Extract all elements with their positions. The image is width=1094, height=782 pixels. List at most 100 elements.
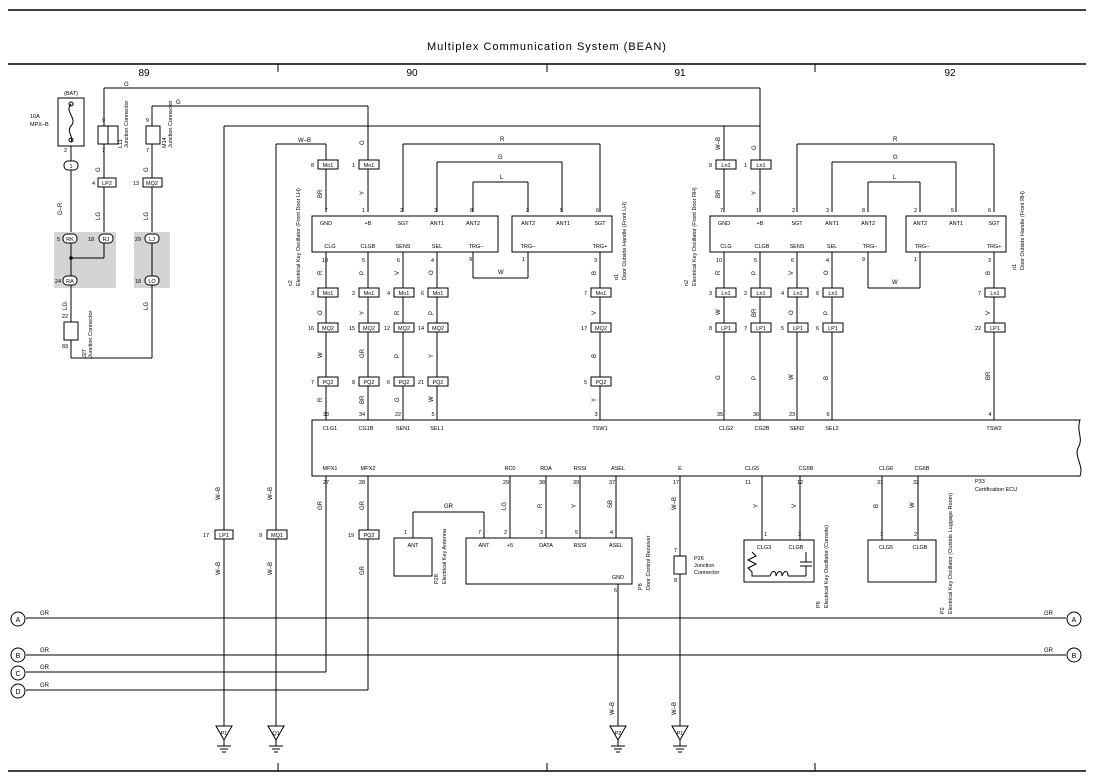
- svg-text:CLG: CLG: [324, 244, 335, 250]
- page-number: 89: [138, 68, 150, 79]
- svg-text:Ln1: Ln1: [721, 163, 730, 169]
- svg-text:RK: RK: [66, 237, 74, 243]
- svg-text:GR: GR: [444, 504, 454, 510]
- svg-text:2: 2: [914, 532, 917, 538]
- svg-text:G: G: [124, 82, 129, 88]
- svg-text:W–B: W–B: [716, 137, 722, 150]
- junction-connector-m14: G 9 7 M14 Junction Connector G MQ2 13 LG: [133, 100, 368, 232]
- svg-text:W: W: [892, 280, 898, 286]
- svg-text:GR: GR: [40, 665, 50, 671]
- svg-text:11: 11: [745, 480, 751, 486]
- svg-text:SEN1: SEN1: [396, 426, 410, 432]
- svg-text:SEL1: SEL1: [430, 426, 443, 432]
- svg-text:LP1: LP1: [828, 326, 838, 332]
- svg-text:CLG3: CLG3: [757, 545, 771, 551]
- svg-text:10: 10: [322, 258, 328, 264]
- svg-text:CG2B: CG2B: [755, 426, 770, 432]
- svg-text:LG: LG: [144, 212, 150, 220]
- svg-text:16: 16: [308, 326, 314, 332]
- diagram-title: Multiplex Communication System (BEAN): [427, 41, 667, 53]
- svg-text:Ln1: Ln1: [756, 291, 765, 297]
- svg-text:RSSI: RSSI: [574, 543, 587, 549]
- svg-text:+B: +B: [757, 221, 764, 227]
- svg-text:Electrical Key Antenna: Electrical Key Antenna: [442, 528, 448, 584]
- svg-text:14: 14: [418, 326, 424, 332]
- svg-text:2: 2: [352, 291, 355, 297]
- svg-text:(BAT): (BAT): [64, 91, 78, 97]
- svg-text:6: 6: [421, 291, 424, 297]
- svg-text:Door Outside Handle (Front RH): Door Outside Handle (Front RH): [1020, 191, 1026, 270]
- svg-text:W–B: W–B: [672, 702, 678, 715]
- svg-text:GR: GR: [1044, 611, 1054, 617]
- svg-text:GND: GND: [718, 221, 730, 227]
- svg-text:P26: P26: [694, 556, 704, 562]
- svg-text:PQ2: PQ2: [363, 533, 374, 539]
- svg-text:L11: L11: [118, 139, 124, 148]
- svg-text:Door Outside Handle (Front LH): Door Outside Handle (Front LH): [622, 202, 628, 280]
- svg-text:8: 8: [674, 578, 677, 584]
- svg-text:1: 1: [744, 163, 747, 169]
- bus-terminal-a-right: A: [1066, 611, 1082, 627]
- svg-text:Mo1: Mo1: [399, 291, 410, 297]
- svg-text:W: W: [318, 352, 324, 358]
- svg-text:2: 2: [914, 208, 917, 214]
- svg-text:O: O: [318, 310, 324, 315]
- svg-text:G–R: G–R: [58, 202, 64, 215]
- svg-text:29: 29: [135, 237, 141, 243]
- svg-text:BR: BR: [318, 189, 324, 198]
- svg-text:Junction Connector: Junction Connector: [168, 100, 174, 148]
- svg-text:P: P: [360, 271, 366, 275]
- svg-text:6: 6: [988, 208, 991, 214]
- svg-text:MQ2: MQ2: [595, 326, 607, 332]
- svg-text:SGT: SGT: [988, 221, 1000, 227]
- battery-fuse: (BAT) 10A MPX–B 2 1 G–R: [30, 91, 85, 232]
- svg-text:CG1B: CG1B: [359, 426, 374, 432]
- svg-text:1: 1: [756, 208, 759, 214]
- svg-text:Ln1: Ln1: [721, 291, 730, 297]
- svg-text:Y: Y: [429, 354, 435, 358]
- svg-text:W–B: W–B: [268, 562, 274, 575]
- svg-text:LP1: LP1: [990, 326, 1000, 332]
- svg-text:ANT2: ANT2: [913, 221, 927, 227]
- svg-text:7: 7: [478, 530, 481, 536]
- svg-text:8: 8: [709, 163, 712, 169]
- svg-text:BR: BR: [986, 371, 992, 380]
- svg-text:GR: GR: [40, 683, 50, 689]
- svg-text:GR: GR: [318, 500, 324, 510]
- svg-text:17: 17: [203, 533, 209, 539]
- svg-text:6: 6: [816, 291, 819, 297]
- svg-text:8: 8: [709, 326, 712, 332]
- svg-text:G: G: [752, 145, 758, 150]
- svg-text:P: P: [395, 354, 401, 358]
- svg-text:V: V: [789, 271, 795, 275]
- certification-ecu-p33: 33 34 22 5 3 35 36 23 6 4 CLG1 CG1B SEN1…: [311, 412, 1082, 493]
- svg-text:7: 7: [324, 208, 327, 214]
- junction-connector-p26: W–B 7 8 P26 Junction Connector W–B P1: [671, 476, 720, 753]
- svg-text:83: 83: [62, 344, 68, 350]
- svg-text:V: V: [592, 311, 598, 315]
- svg-text:3: 3: [826, 208, 829, 214]
- svg-text:TRG–: TRG–: [521, 244, 537, 250]
- svg-text:15: 15: [349, 326, 355, 332]
- svg-text:W: W: [716, 309, 722, 315]
- svg-text:TSW2: TSW2: [986, 426, 1001, 432]
- svg-text:SEL: SEL: [827, 244, 837, 250]
- svg-text:1: 1: [522, 257, 525, 263]
- svg-text:23: 23: [789, 412, 795, 418]
- svg-text:Y: Y: [592, 398, 598, 402]
- svg-text:TSW1: TSW1: [592, 426, 607, 432]
- svg-text:35: 35: [717, 412, 723, 418]
- svg-text:1: 1: [352, 163, 355, 169]
- svg-text:TRG+: TRG+: [593, 244, 608, 250]
- svg-text:6: 6: [791, 258, 794, 264]
- svg-text:8: 8: [470, 208, 473, 214]
- svg-text:21: 21: [418, 380, 424, 386]
- svg-text:P: P: [429, 311, 435, 315]
- svg-text:Ln1: Ln1: [793, 291, 802, 297]
